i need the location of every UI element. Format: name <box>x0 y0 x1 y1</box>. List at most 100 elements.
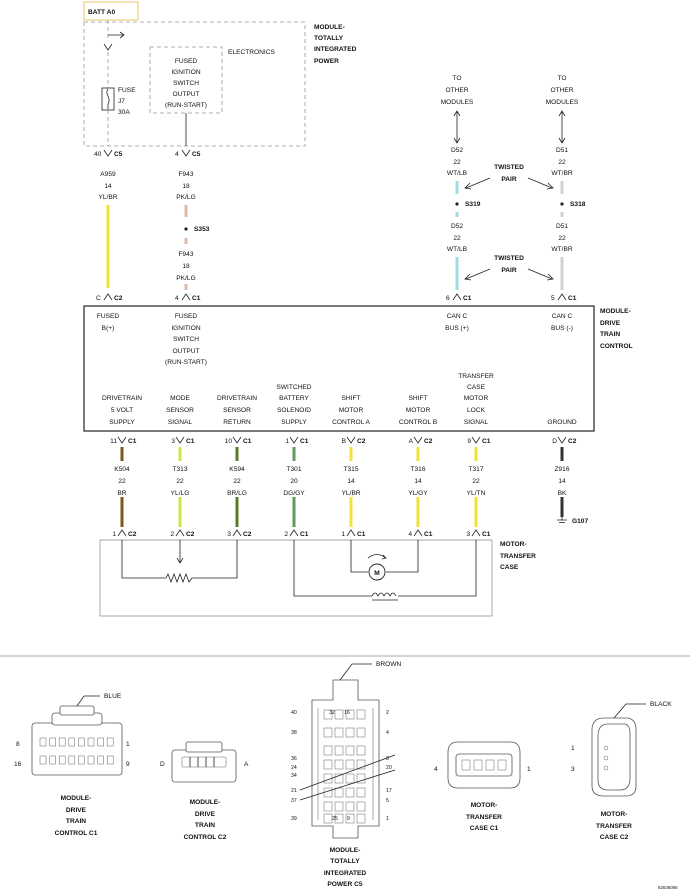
svg-text:TRAIN: TRAIN <box>66 818 86 825</box>
svg-text:Z916: Z916 <box>554 466 569 473</box>
func-5v-supply: DRIVETRAIN 5 VOLT SUPPLY <box>102 395 142 426</box>
svg-text:22: 22 <box>118 478 126 485</box>
svg-text:TRANSFER: TRANSFER <box>458 373 494 380</box>
svg-text:1: 1 <box>341 531 345 538</box>
func-tc-motor-lock: TRANSFER CASE MOTOR LOCK SIGNAL <box>458 373 494 426</box>
svg-text:14: 14 <box>414 478 422 485</box>
wire-d52-label-lower: D52 22 WT/LB <box>447 223 468 253</box>
svg-text:OTHER: OTHER <box>445 87 468 94</box>
svg-text:C1: C1 <box>482 438 491 445</box>
svg-text:SENSOR: SENSOR <box>223 407 251 414</box>
svg-text:BUS (+): BUS (+) <box>445 325 469 332</box>
svg-text:T316: T316 <box>410 466 425 473</box>
func-sensor-return: DRIVETRAIN SENSOR RETURN <box>217 395 257 426</box>
svg-text:K504: K504 <box>114 466 130 473</box>
svg-text:MOTOR: MOTOR <box>406 407 431 414</box>
svg-text:PAIR: PAIR <box>501 176 517 183</box>
connector-mtc-c1: 4 1 MOTOR- TRANSFER CASE C1 <box>434 741 531 832</box>
can-minus-arrows <box>558 110 566 144</box>
wire-f943-label-upper: F943 18 PK/LG <box>176 171 195 201</box>
svg-text:11: 11 <box>110 438 117 445</box>
wire-d51-label-lower: D51 22 WT/BR <box>551 223 572 253</box>
svg-text:4: 4 <box>408 531 412 538</box>
svg-text:14: 14 <box>347 478 355 485</box>
svg-text:C1: C1 <box>424 531 433 538</box>
svg-text:IGNITION: IGNITION <box>171 325 201 332</box>
electronics-label: ELECTRONICS <box>228 49 275 56</box>
svg-text:C2: C2 <box>114 295 123 302</box>
svg-text:40: 40 <box>94 151 102 158</box>
svg-text:C5: C5 <box>192 151 201 158</box>
svg-text:C2: C2 <box>424 438 433 445</box>
svg-text:TRAIN: TRAIN <box>600 331 620 338</box>
svg-text:C5: C5 <box>114 151 123 158</box>
wire-d52-lower <box>455 257 459 290</box>
svg-text:C1: C1 <box>128 438 137 445</box>
svg-text:CASE: CASE <box>467 384 486 391</box>
svg-text:A: A <box>409 438 414 445</box>
svg-text:20: 20 <box>290 478 298 485</box>
svg-text:SWITCH: SWITCH <box>173 336 199 343</box>
svg-text:D: D <box>552 438 557 445</box>
svg-text:C2: C2 <box>243 531 252 538</box>
splice-s318-dot <box>560 202 564 206</box>
to-other-modules-left: TO OTHER MODULES <box>441 75 474 106</box>
fuse-j7-symbol <box>101 87 115 111</box>
svg-text:39: 39 <box>291 816 297 822</box>
svg-text:POWER C5: POWER C5 <box>327 881 363 888</box>
svg-text:1: 1 <box>112 531 116 538</box>
svg-text:9: 9 <box>347 816 350 822</box>
svg-text:4: 4 <box>175 151 179 158</box>
svg-text:18: 18 <box>182 263 190 270</box>
dtcm-name: MODULE- DRIVE TRAIN CONTROL <box>600 308 633 350</box>
svg-text:21: 21 <box>291 788 297 794</box>
motor-symbol-label: M <box>374 570 380 577</box>
svg-text:SWITCH: SWITCH <box>173 80 199 87</box>
connector-dtcm-c1: 8 1 16 9 BLUE MODULE- DRIVE TRAIN CONTRO… <box>14 693 130 837</box>
solenoid-coil-icon <box>371 592 398 601</box>
dtcm-pin-4-c1: 4 C1 <box>175 293 201 302</box>
func-mode-sensor-signal: MODE SENSOR SIGNAL <box>166 395 194 426</box>
svg-text:OTHER: OTHER <box>550 87 573 94</box>
tipm-fused-ignition-label: FUSED IGNITION SWITCH OUTPUT (RUN-START) <box>165 58 207 109</box>
svg-text:YL/BR: YL/BR <box>341 490 360 497</box>
svg-text:DG/GY: DG/GY <box>283 490 305 497</box>
svg-text:TWISTED: TWISTED <box>494 255 524 262</box>
svg-text:14: 14 <box>558 478 566 485</box>
svg-text:CAN C: CAN C <box>552 313 573 320</box>
svg-text:MODULE-: MODULE- <box>314 24 345 31</box>
svg-text:A959: A959 <box>100 171 116 178</box>
svg-text:MOTOR: MOTOR <box>464 395 489 402</box>
svg-text:D51: D51 <box>556 223 568 230</box>
svg-text:SENSOR: SENSOR <box>166 407 194 414</box>
svg-text:T313: T313 <box>172 466 187 473</box>
motor-circuit <box>350 540 419 573</box>
svg-text:MODULES: MODULES <box>546 99 579 106</box>
svg-text:C1: C1 <box>568 295 577 302</box>
svg-text:3: 3 <box>171 438 175 445</box>
svg-text:YL/LG: YL/LG <box>171 490 190 497</box>
svg-text:1: 1 <box>571 745 575 752</box>
sensor-circuit <box>121 540 238 579</box>
svg-text:24: 24 <box>291 765 297 771</box>
svg-text:MODULE-: MODULE- <box>61 795 92 802</box>
dtcm-pin-A-c2: A C2 <box>409 436 433 445</box>
svg-text:CASE C1: CASE C1 <box>470 825 499 832</box>
svg-text:1: 1 <box>285 438 289 445</box>
svg-text:DRIVE: DRIVE <box>66 807 87 814</box>
dtcm-module-box <box>83 305 595 432</box>
svg-text:CAN C: CAN C <box>447 313 468 320</box>
svg-text:5: 5 <box>386 798 389 804</box>
svg-text:32: 32 <box>329 710 335 716</box>
